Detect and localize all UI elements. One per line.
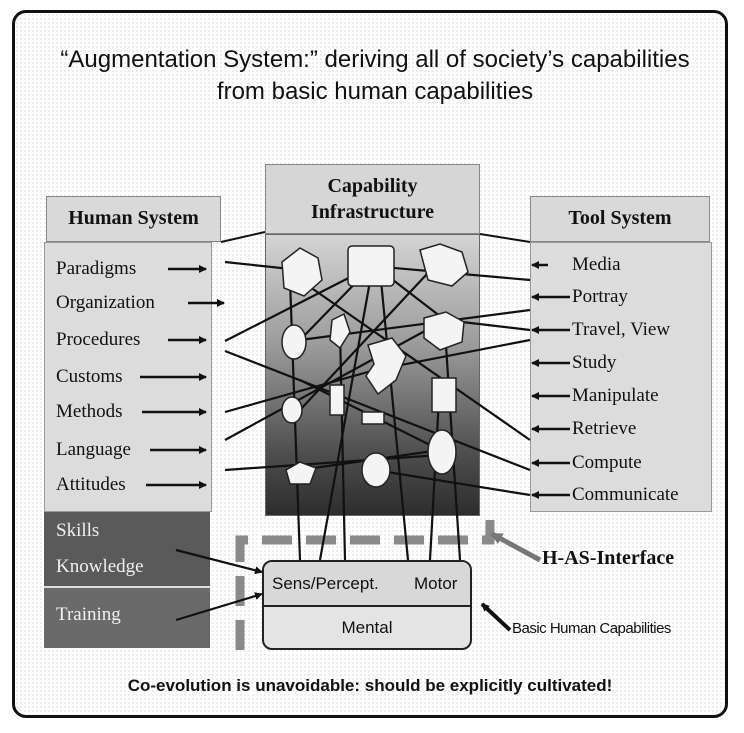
h-as-interface-label: H-AS-Interface	[542, 547, 675, 569]
capability-infrastructure-header: Capability Infrastructure	[265, 164, 480, 234]
human-system-heading: Human System	[68, 207, 199, 229]
mental-label: Mental	[341, 618, 393, 637]
title-line-1: “Augmentation System:” deriving all of s…	[60, 46, 690, 73]
human-arrows	[140, 265, 225, 489]
tool-item-study: Study	[572, 352, 617, 373]
tool-item-communicate: Communicate	[572, 484, 679, 505]
tool-system-heading: Tool System	[568, 207, 672, 229]
node-4	[281, 324, 307, 360]
title-line-2: from basic human capabilities	[216, 78, 534, 105]
tool-item-retrieve: Retrieve	[572, 418, 637, 439]
node-2	[347, 245, 395, 287]
tool-item-manipulate: Manipulate	[572, 385, 659, 406]
motor-label: Motor	[414, 574, 458, 593]
human-item-language: Language	[56, 439, 131, 460]
tool-arrows	[531, 261, 570, 499]
human-item-procedures: Procedures	[56, 329, 141, 350]
human-system-header: Human System	[46, 196, 221, 242]
node-1	[281, 247, 323, 297]
node-8	[281, 396, 303, 424]
human-item-paradigms: Paradigms	[56, 258, 137, 279]
ci-heading-line-1: Capability	[327, 175, 418, 197]
basic-capabilities-arrow	[480, 602, 512, 632]
tool-system-box	[530, 242, 712, 512]
node-10	[431, 377, 457, 413]
node-7	[365, 337, 407, 396]
node-12	[285, 461, 317, 485]
sens-percept-label: Sens/Percept.	[272, 574, 379, 593]
node-13	[361, 452, 391, 488]
sens-motor-row: Sens/Percept. Motor	[264, 562, 470, 607]
node-11	[361, 411, 385, 425]
network-nodes	[281, 243, 469, 488]
human-item-customs: Customs	[56, 366, 123, 387]
tool-item-media: Media	[572, 254, 621, 275]
tool-system-header: Tool System	[530, 196, 710, 242]
capability-arrows	[175, 548, 263, 622]
basic-human-capabilities-box: Sens/Percept. Motor Mental	[262, 560, 472, 650]
node-6	[423, 311, 465, 351]
footer-caption: Co-evolution is unavoidable: should be e…	[127, 676, 613, 695]
capability-infrastructure-heading: Capability Infrastructure	[266, 173, 479, 225]
header-connectors	[220, 231, 531, 243]
network-lines	[224, 259, 531, 561]
h-as-interface-dashed-outline	[235, 520, 495, 650]
node-14	[427, 429, 457, 475]
human-item-attitudes: Attitudes	[56, 474, 126, 495]
ci-heading-line-2: Infrastructure	[311, 201, 434, 223]
node-5	[329, 312, 351, 350]
node-9	[329, 384, 345, 416]
tool-item-portray: Portray	[572, 286, 628, 307]
skills-knowledge-box: Skills Knowledge	[44, 512, 210, 586]
tool-item-compute: Compute	[572, 452, 642, 473]
node-3	[419, 243, 469, 287]
human-item-methods: Methods	[56, 401, 123, 422]
skills-label: Skills	[56, 520, 100, 541]
tool-item-travel-view: Travel, View	[572, 319, 671, 340]
diagram-title: “Augmentation System:” deriving all of s…	[30, 44, 720, 108]
training-label: Training	[56, 604, 121, 625]
basic-human-capabilities-label: Basic Human Capabilities	[512, 620, 671, 637]
h-as-interface-arrow	[490, 531, 542, 563]
human-item-organization: Organization	[56, 292, 155, 313]
knowledge-label: Knowledge	[56, 556, 144, 577]
